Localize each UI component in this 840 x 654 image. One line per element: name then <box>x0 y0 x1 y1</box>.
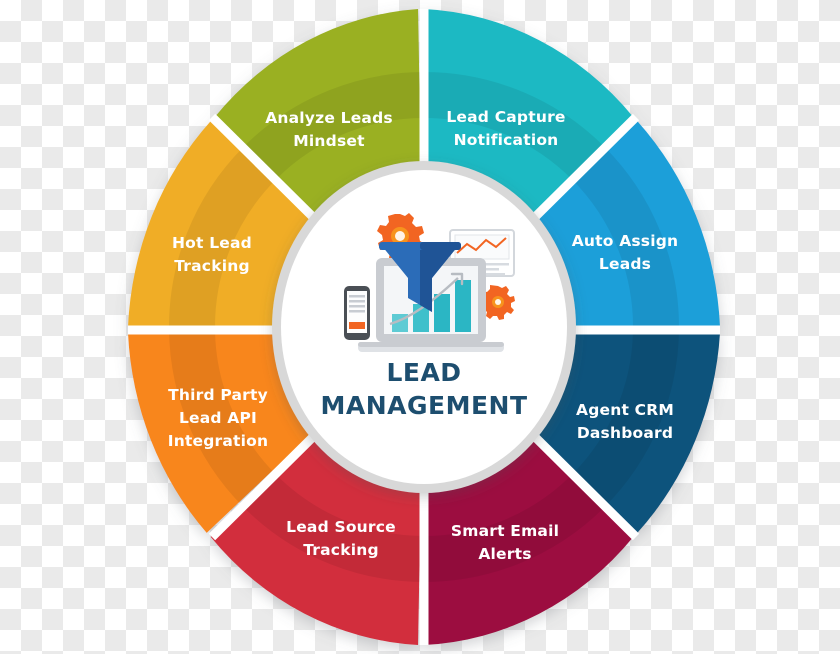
label-agent-crm-dashboard: Agent CRM Dashboard <box>576 401 674 442</box>
label-line: Integration <box>168 432 269 450</box>
label-line: Lead Capture <box>446 108 565 126</box>
label-line: Tracking <box>174 257 250 275</box>
label-line: Leads <box>599 255 651 273</box>
center-title-line2: MANAGEMENT <box>320 391 527 420</box>
bar-chart-icon <box>389 272 471 332</box>
label-analyze-leads-mindset: Analyze Leads Mindset <box>265 109 393 150</box>
label-line: Auto Assign <box>572 232 679 250</box>
label-line: Tracking <box>303 541 379 559</box>
smartphone-icon <box>344 286 370 340</box>
label-auto-assign-leads: Auto Assign Leads <box>572 232 679 273</box>
label-third-party-lead-api-integration: Third Party Lead API Integration <box>168 386 269 450</box>
gear-icon-small <box>479 285 515 320</box>
label-line: Third Party <box>168 386 268 404</box>
center-title: LEAD MANAGEMENT <box>320 358 527 420</box>
label-line: Smart Email <box>451 522 559 540</box>
label-hot-lead-tracking: Hot Lead Tracking <box>172 234 252 275</box>
center-title-line1: LEAD <box>386 358 461 387</box>
label-smart-email-alerts: Smart Email Alerts <box>451 522 559 563</box>
label-line: Lead Source <box>286 518 396 536</box>
funnel-icon <box>379 242 461 312</box>
segment-labels: Lead Capture Notification Auto Assign Le… <box>168 108 679 563</box>
label-line: Agent CRM <box>576 401 674 419</box>
label-line: Lead API <box>179 409 257 427</box>
label-line: Hot Lead <box>172 234 252 252</box>
lead-management-icon <box>344 213 515 352</box>
label-line: Mindset <box>293 132 365 150</box>
label-lead-source-tracking: Lead Source Tracking <box>286 518 396 559</box>
label-line: Notification <box>454 131 559 149</box>
label-line: Alerts <box>478 545 531 563</box>
label-line: Analyze Leads <box>265 109 393 127</box>
label-lead-capture-notification: Lead Capture Notification <box>446 108 565 149</box>
label-line: Dashboard <box>577 424 673 442</box>
